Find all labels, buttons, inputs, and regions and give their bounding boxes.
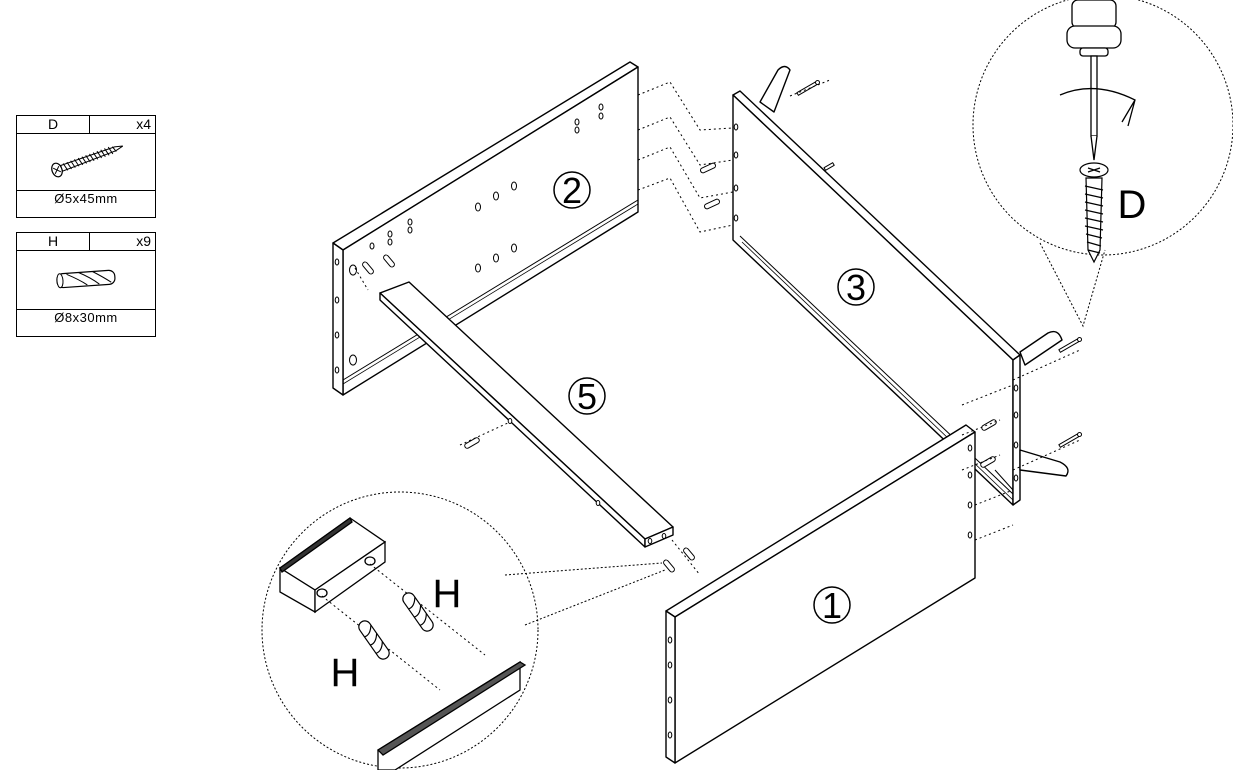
detail-circle-dowel-h	[261, 491, 666, 770]
svg-text:1: 1	[822, 585, 842, 626]
guide-lines	[354, 79, 1081, 576]
leg-front-right-lower	[1019, 449, 1069, 477]
panel-2-label: 2	[553, 170, 591, 211]
part-quantity: x4	[136, 116, 151, 132]
dowel-h-lower-label: H	[331, 651, 360, 695]
panel-1-label: 1	[813, 585, 851, 626]
panel-2	[332, 61, 639, 396]
part-card-dowel-h: H x9 Ø8x30mm	[16, 232, 156, 337]
svg-text:2: 2	[562, 170, 582, 211]
panel-3-label: 3	[837, 267, 875, 308]
screwdriver-icon	[1059, 0, 1136, 161]
svg-text:3: 3	[846, 267, 866, 308]
part-picture	[17, 251, 155, 310]
part-size: Ø5x45mm	[54, 191, 118, 206]
panel-5-label: 5	[568, 376, 606, 417]
screws	[796, 80, 1083, 448]
dowel-icon	[56, 269, 116, 289]
part-id: H	[17, 233, 90, 250]
panel-labels: 2 3 5 1 D H H	[331, 170, 1147, 695]
rail-5	[379, 281, 674, 548]
screw-d-label: D	[1118, 183, 1147, 227]
part-picture	[17, 134, 155, 191]
panel-3	[732, 90, 1021, 506]
part-header: D x4	[17, 116, 155, 134]
detail-circle-screw-d	[972, 0, 1233, 328]
dowel-h-upper-label: H	[433, 572, 462, 616]
screw-icon	[51, 145, 124, 178]
leg-back-left	[759, 65, 791, 113]
part-header: H x9	[17, 233, 155, 251]
part-size: Ø8x30mm	[54, 310, 118, 325]
part-quantity: x9	[136, 233, 151, 249]
svg-text:5: 5	[577, 376, 597, 417]
screw-d-icon	[1079, 162, 1109, 264]
part-id: D	[17, 116, 90, 133]
part-card-screw-d: D x4 Ø5x45mm	[16, 115, 156, 218]
dowel-icon	[358, 592, 434, 660]
leg-front-right-upper	[1019, 330, 1063, 366]
